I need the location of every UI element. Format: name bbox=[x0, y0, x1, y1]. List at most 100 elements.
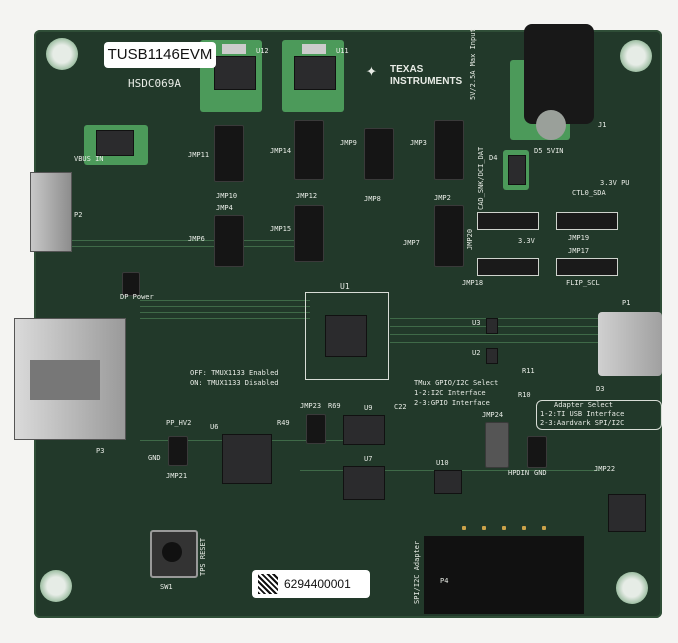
jmp9-label: JMP9 bbox=[340, 139, 357, 147]
adapter-select-option-2: 2-3:Aardvark SPI/I2C bbox=[540, 419, 625, 427]
gnd-label-jmp21: GND bbox=[148, 454, 161, 462]
r11-label: R11 bbox=[522, 367, 535, 375]
header-jmp18[interactable] bbox=[477, 258, 539, 276]
spi-adapter-label: SPI/I2C Adapter bbox=[413, 540, 421, 604]
trace bbox=[390, 342, 600, 343]
ic-vbus bbox=[96, 130, 134, 156]
jumper-jmp3[interactable] bbox=[434, 120, 464, 180]
jumper-jmp11[interactable] bbox=[214, 125, 244, 182]
tmux-enabled-label: OFF: TMUX1133 Enabled bbox=[190, 369, 279, 377]
u12-label: U12 bbox=[256, 47, 269, 55]
adapter-select-outline bbox=[536, 400, 662, 430]
regulator-tab bbox=[302, 44, 326, 54]
trace bbox=[70, 246, 300, 247]
header-jmp20[interactable] bbox=[477, 212, 539, 230]
vbus-in-label: VBUS IN bbox=[74, 155, 104, 163]
ic-u3 bbox=[486, 318, 498, 334]
jmp10-label: JMP10 bbox=[216, 192, 238, 200]
jumper-jmp9[interactable] bbox=[364, 128, 394, 180]
jumper-jmp7[interactable] bbox=[434, 205, 464, 267]
regulator-u12 bbox=[214, 56, 256, 90]
diode-d4 bbox=[508, 155, 526, 185]
d3-label: D3 bbox=[596, 385, 605, 393]
trace bbox=[140, 306, 310, 307]
regulator-u11 bbox=[294, 56, 336, 90]
mounting-hole-bottom-right bbox=[616, 572, 648, 604]
ti-brand-text: TEXAS INSTRUMENTS bbox=[390, 64, 463, 87]
j1-label: J1 bbox=[598, 121, 607, 129]
cad-label: CAD_SNK/DCI_DAT bbox=[477, 146, 485, 210]
jmp14-label: JMP14 bbox=[270, 147, 292, 155]
trace bbox=[390, 334, 600, 335]
displayport-opening bbox=[30, 360, 100, 400]
header-pin bbox=[542, 526, 546, 530]
ti-logo-icon: ✦ bbox=[366, 60, 377, 81]
u6-label: U6 bbox=[210, 423, 219, 431]
jumper-jmp24[interactable] bbox=[485, 422, 509, 468]
jmp6-label: JMP6 bbox=[188, 235, 205, 243]
header-jmp17[interactable] bbox=[556, 258, 618, 276]
c22-label: C22 bbox=[394, 403, 407, 411]
mounting-hole-bottom-left bbox=[40, 570, 72, 602]
jmp12-label: JMP12 bbox=[296, 192, 318, 200]
jumper-jmp14[interactable] bbox=[294, 120, 324, 180]
jmp8-label: JMP8 bbox=[364, 195, 381, 203]
ic-u1 bbox=[325, 315, 367, 357]
u1-outline bbox=[305, 292, 389, 380]
v33-label: 3.3V bbox=[518, 237, 535, 245]
reset-button-cap[interactable] bbox=[162, 542, 182, 562]
jmp15-label: JMP15 bbox=[270, 225, 292, 233]
jumper-jmp-hpdin[interactable] bbox=[527, 436, 547, 468]
usb-connector-p2[interactable] bbox=[30, 172, 72, 252]
reset-label: TPS RESET bbox=[199, 538, 207, 576]
board-name-label: TUSB1146EVM bbox=[104, 42, 216, 68]
spi-i2c-header-p4[interactable] bbox=[424, 536, 584, 614]
adapter-select-title: Adapter Select bbox=[554, 401, 614, 409]
header-jmp19[interactable] bbox=[556, 212, 618, 230]
dc-barrel-jack-j1[interactable] bbox=[524, 24, 594, 124]
pp-hv2-label: PP_HV2 bbox=[166, 419, 192, 427]
header-pin bbox=[502, 526, 506, 530]
jmp3-label: JMP3 bbox=[410, 139, 427, 147]
gnd-label-hpdin: GND bbox=[534, 469, 547, 477]
mounting-hole-top-left bbox=[46, 38, 78, 70]
tmux-select-title: TMux GPIO/I2C Select bbox=[414, 379, 499, 387]
p1-label: P1 bbox=[622, 299, 631, 307]
adapter-select-option-1: 1-2:TI USB Interface bbox=[540, 410, 625, 418]
tmux-select-option-1: 1-2:I2C Interface bbox=[414, 389, 486, 397]
u3-label: U3 bbox=[472, 319, 481, 327]
jumper-jmp1[interactable] bbox=[122, 272, 140, 296]
barrel-jack-nut bbox=[536, 110, 566, 140]
u9-label: U9 bbox=[364, 404, 373, 412]
jumper-jmp21[interactable] bbox=[168, 436, 188, 466]
ic-u2 bbox=[486, 348, 498, 364]
regulator-tab bbox=[222, 44, 246, 54]
mounting-hole-top-right bbox=[620, 40, 652, 72]
jumper-jmp4[interactable] bbox=[214, 215, 244, 267]
jmp7-label: JMP7 bbox=[403, 239, 420, 247]
jmp11-label: JMP11 bbox=[188, 151, 210, 159]
jmp2-label: JMP2 bbox=[434, 194, 451, 202]
r49-label: R49 bbox=[277, 419, 290, 427]
sw1-label: SW1 bbox=[160, 583, 173, 591]
pcb-id: HSDC069A bbox=[128, 77, 181, 90]
dp-power-label: DP Power bbox=[120, 293, 154, 301]
r10-label: R10 bbox=[518, 391, 531, 399]
d4-label: D4 bbox=[489, 154, 498, 162]
u2-label: U2 bbox=[472, 349, 481, 357]
power-input-label: 5V/2.5A Max Input bbox=[469, 28, 477, 100]
tmux-select-option-2: 2-3:GPIO Interface bbox=[414, 399, 490, 407]
trace bbox=[70, 240, 300, 241]
ic-u6 bbox=[222, 434, 272, 484]
jmp18-label: JMP18 bbox=[462, 279, 484, 287]
jumper-jmp23[interactable] bbox=[306, 414, 326, 444]
usb-c-connector-p1[interactable] bbox=[598, 312, 662, 376]
jumper-jmp15[interactable] bbox=[294, 205, 324, 262]
p3-label: P3 bbox=[96, 447, 105, 455]
r69-label: R69 bbox=[328, 402, 341, 410]
u10-label: U10 bbox=[436, 459, 449, 467]
p4-label: P4 bbox=[440, 577, 449, 585]
jmp20-label: JMP20 bbox=[466, 228, 474, 250]
trace bbox=[140, 318, 310, 319]
u1-label: U1 bbox=[340, 282, 350, 291]
